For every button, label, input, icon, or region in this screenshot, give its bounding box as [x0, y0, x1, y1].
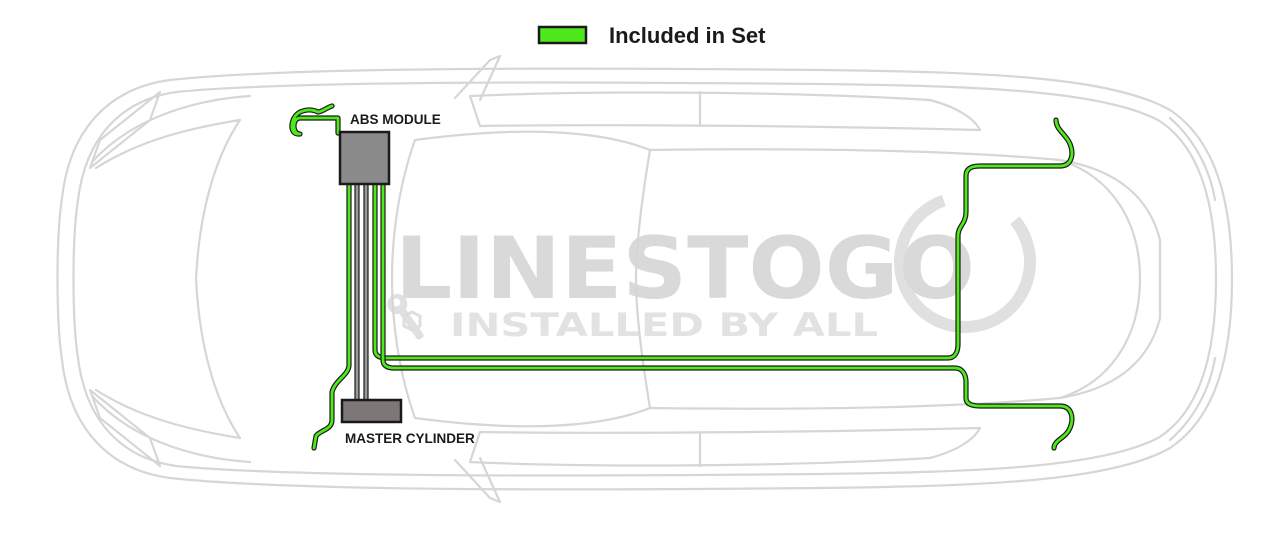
nut-icon [402, 310, 422, 332]
legend-swatch [537, 25, 588, 45]
brake-line-front-left [290, 104, 340, 136]
legend: Included in Set [537, 23, 766, 48]
abs-module-label: ABS MODULE [350, 112, 441, 127]
master-cylinder: MASTER CYLINDER [340, 398, 475, 446]
abs-module-box [338, 130, 391, 186]
master-cylinder-label: MASTER CYLINDER [345, 431, 475, 446]
brake-lines [289, 103, 1075, 451]
vehicle-outline [56, 54, 1234, 504]
watermark-tagline: INSTALLED BY ALL [450, 306, 878, 344]
brake-line-rear-right [381, 183, 1074, 450]
watermark-brand: LINESTOGO [395, 219, 975, 319]
car-body [56, 67, 1234, 491]
brake-line-rear-left [373, 118, 1074, 360]
legend-label: Included in Set [609, 23, 766, 48]
abs-module: ABS MODULE [338, 112, 441, 186]
brake-line-front-right [312, 183, 351, 450]
master-cylinder-box [340, 398, 403, 424]
watermark-ring-icon [894, 191, 1036, 334]
watermark: LINESTOGO INSTALLED BY ALL [387, 191, 1036, 344]
